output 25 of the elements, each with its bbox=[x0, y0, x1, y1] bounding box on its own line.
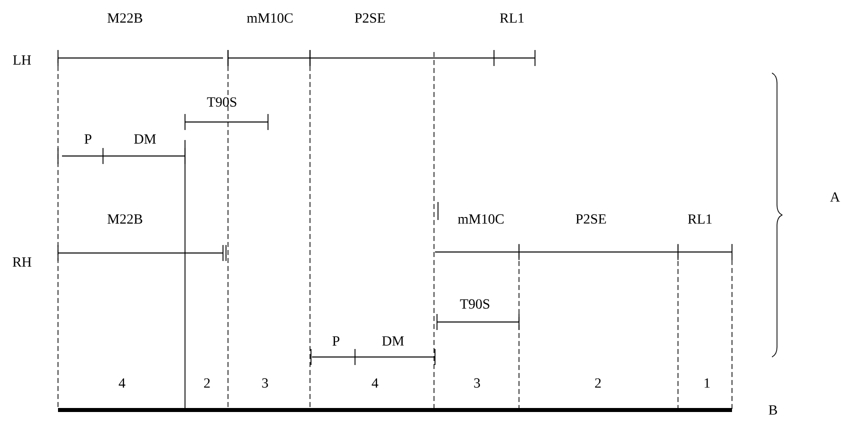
zone-number: 1 bbox=[704, 378, 710, 388]
segment-label: T90S bbox=[207, 97, 236, 107]
segment-label: P bbox=[84, 134, 92, 144]
segment-label: P2SE bbox=[576, 214, 606, 224]
zone-number: 3 bbox=[262, 378, 268, 388]
segment-label: mM10C bbox=[458, 214, 504, 224]
segment-label: RL1 bbox=[500, 13, 524, 23]
row-label: LH bbox=[13, 55, 31, 65]
brace-label: A bbox=[830, 192, 840, 202]
zone-number: 4 bbox=[372, 378, 378, 388]
segment-label: DM bbox=[134, 134, 156, 144]
segment-label: mM10C bbox=[246, 13, 293, 23]
row-label: RH bbox=[12, 257, 32, 267]
segment-label: P bbox=[332, 336, 340, 346]
axis-label: B bbox=[768, 405, 777, 415]
segment-label: P2SE bbox=[354, 13, 385, 23]
zone-number: 2 bbox=[204, 378, 210, 388]
segment-label: RL1 bbox=[688, 214, 712, 224]
segment-label: T90S bbox=[460, 299, 490, 309]
zone-number: 4 bbox=[118, 378, 126, 388]
zone-number: 3 bbox=[474, 378, 480, 388]
zone-number: 2 bbox=[595, 378, 601, 388]
segment-label: M22B bbox=[108, 214, 142, 224]
segment-label: DM bbox=[382, 336, 404, 346]
segment-label: M22B bbox=[108, 13, 142, 23]
